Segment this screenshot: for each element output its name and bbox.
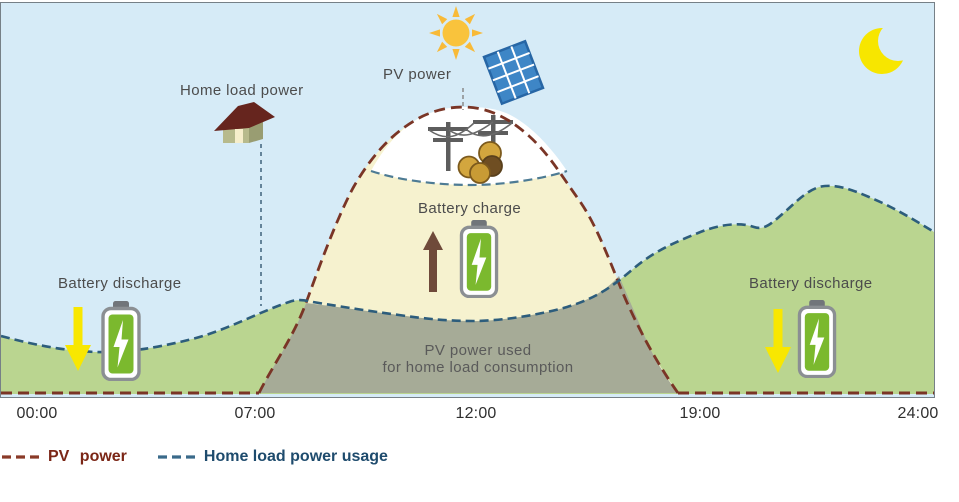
pv-used-line2: for home load consumption [382,359,574,376]
pv-used-line1: PV power used [424,342,532,359]
pv-power-curve [257,105,680,394]
power-lines-icon [428,115,513,171]
house-icon [214,102,275,143]
up-arrow-icon [423,231,443,292]
region-battery-discharge-fill [1,185,934,394]
battery-icon [459,220,499,298]
home-load-power-label: Home load power [180,82,304,99]
moon-icon [859,21,918,74]
axis-tick-1900: 19:00 [679,405,721,422]
sun-icon [429,6,483,60]
battery-charge-label: Battery charge [418,200,522,217]
battery-icon [797,300,837,378]
axis-tick-2400: 24:00 [897,405,939,422]
axis-tick-0700: 07:00 [234,405,276,422]
chart-area [0,2,935,398]
solar-panel-icon [482,39,545,106]
legend-home-load-label: Home load power usage [203,448,388,465]
axis-tick-0000: 00:00 [16,405,58,422]
legend: PV power Home load power usage [2,448,388,466]
pv-power-label: PV power [383,66,452,83]
battery-discharge-left-label: Battery discharge [58,275,182,292]
coins-icon [457,141,503,184]
pv-power-legend-dash-icon [2,455,39,459]
legend-pv-power-label: PV power [48,448,127,465]
home-load-curve [1,184,934,354]
battery-discharge-right-label: Battery discharge [749,275,873,292]
home-load-legend-dash-icon [157,455,195,459]
battery-icon [101,301,141,381]
dome-separator-line [370,169,568,187]
diagram-graphic [1,6,934,395]
pv-used-label: PV power used for home load consumption [368,342,588,376]
axis-tick-1200: 12:00 [455,405,497,422]
region-pv-used-fill [259,276,678,393]
